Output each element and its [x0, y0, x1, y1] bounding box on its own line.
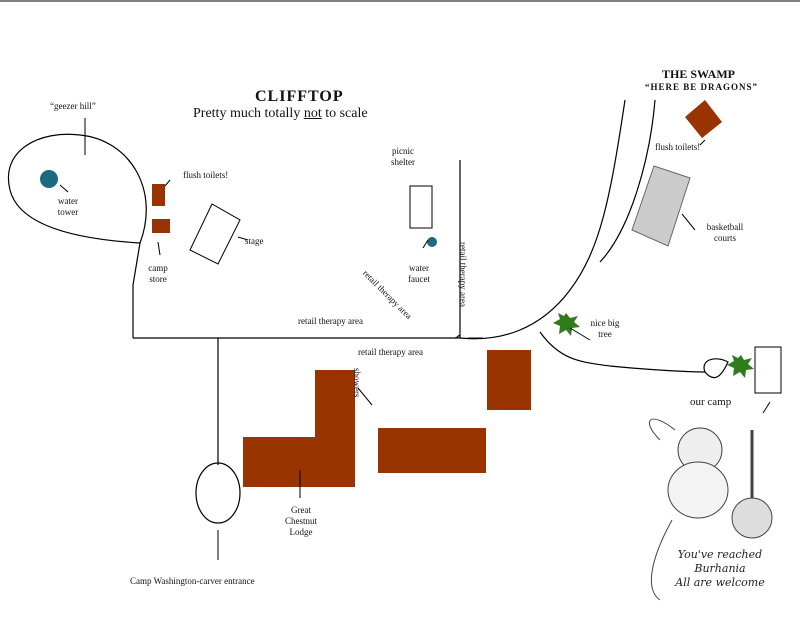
subtitle-prefix: Pretty much totally — [193, 106, 304, 121]
label-stage: stage — [245, 236, 264, 246]
label-geezer-hill: “geezer hill” — [50, 101, 96, 111]
label-retail-therapy-3: retail therapy area — [458, 242, 468, 307]
label-nice-big-tree: nice big tree — [590, 318, 620, 339]
flush-toilets-building — [152, 184, 165, 206]
burhania-welcome: You've reached Burhania All are welcome — [660, 548, 780, 590]
map-title: CLIFFTOP — [255, 88, 344, 105]
burhania-line-2: Burhania — [694, 562, 746, 575]
label-picnic-shelter: picnic shelter — [391, 146, 415, 167]
cherub-illustration — [648, 418, 773, 601]
subtitle-suffix: to scale — [321, 106, 368, 121]
roads — [7, 99, 729, 524]
label-water-tower: water tower — [57, 196, 79, 217]
label-swamp-flush-toilets: flush toilets! — [655, 142, 701, 152]
label-basketball-courts: basketball courts — [706, 222, 744, 243]
burhania-line-3: All are welcome — [675, 576, 765, 589]
swamp-title: THE SWAMP — [662, 67, 736, 81]
our-camp-site — [754, 346, 782, 394]
great-chestnut-lodge — [243, 370, 355, 487]
camp-loop — [703, 358, 729, 379]
picnic-shelter — [409, 185, 433, 229]
label-great-chestnut-lodge: Great Chestnut Lodge — [284, 505, 317, 537]
map-subtitle: Pretty much totally not to scale — [193, 106, 368, 122]
entrance-loop — [195, 462, 241, 524]
showers-building — [378, 428, 486, 473]
label-camp-store: camp store — [148, 263, 168, 284]
label-showers: showers — [352, 368, 362, 398]
swamp-flush-toilets-building — [685, 100, 722, 138]
label-retail-therapy-4: retail therapy area — [358, 347, 423, 357]
basketball-courts — [631, 165, 691, 247]
label-retail-therapy-1: retail therapy area — [298, 316, 363, 326]
swamp-subtitle: “HERE BE DRAGONS” — [645, 82, 759, 92]
water-tower-icon — [40, 170, 58, 188]
tree-icon — [553, 313, 580, 336]
water-faucet-icon — [427, 237, 437, 247]
camp-store-building — [152, 219, 170, 233]
stage-building — [189, 203, 241, 265]
label-water-faucet: water faucet — [408, 263, 430, 284]
label-our-camp: our camp — [690, 396, 732, 408]
label-entrance: Camp Washington-carver entrance — [130, 576, 255, 586]
arrows — [59, 118, 771, 560]
building-east — [487, 350, 531, 410]
geezer-hill-outline — [7, 133, 147, 244]
subtitle-emphasis: not — [303, 106, 322, 121]
tree-icon-camp — [727, 355, 754, 378]
burhania-line-1: You've reached — [677, 548, 763, 561]
label-flush-toilets: flush toilets! — [183, 170, 229, 180]
